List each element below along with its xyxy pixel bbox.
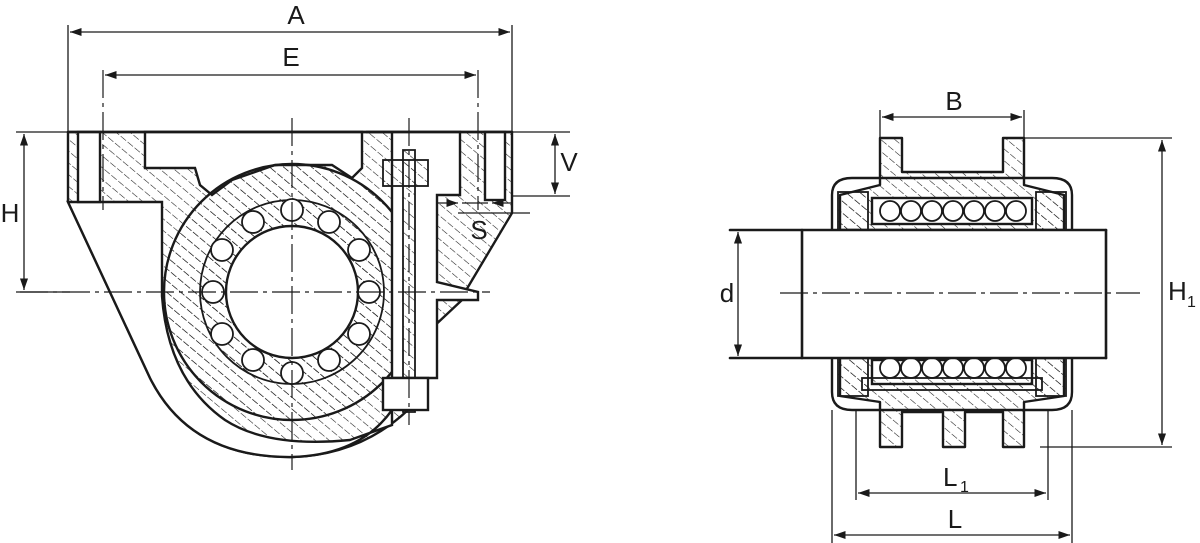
seal-upper-right	[1035, 191, 1067, 231]
label-L: L	[948, 504, 962, 534]
balls-upper	[879, 200, 1027, 222]
mounting-hole-left	[76, 130, 102, 204]
retainer-strip	[861, 377, 1043, 391]
label-B: B	[945, 86, 962, 116]
svg-text:1: 1	[960, 479, 969, 496]
label-E: E	[282, 42, 299, 72]
seal-lower-right	[1035, 357, 1067, 397]
seal-upper-left	[837, 191, 869, 231]
bolt-head	[381, 376, 430, 412]
label-d: d	[720, 278, 734, 308]
svg-text:1: 1	[1187, 294, 1196, 311]
label-S: S	[470, 215, 487, 245]
label-A: A	[287, 0, 305, 30]
shaft	[802, 230, 1106, 358]
bolt-nut	[382, 159, 429, 187]
mounting-hole-right	[483, 130, 507, 202]
svg-text:L: L	[943, 462, 957, 492]
label-V: V	[560, 147, 578, 177]
clamp-slot	[366, 130, 480, 380]
linear-bushing-side-view: B d H 1 L 1 L	[720, 86, 1196, 543]
housing-side-face	[66, 200, 394, 459]
label-H1: H 1	[1168, 276, 1196, 311]
svg-text:H: H	[1168, 276, 1187, 306]
label-H: H	[1, 198, 20, 228]
label-L1: L 1	[943, 462, 969, 496]
pillow-block-section-view: A E H V S	[1, 0, 578, 470]
